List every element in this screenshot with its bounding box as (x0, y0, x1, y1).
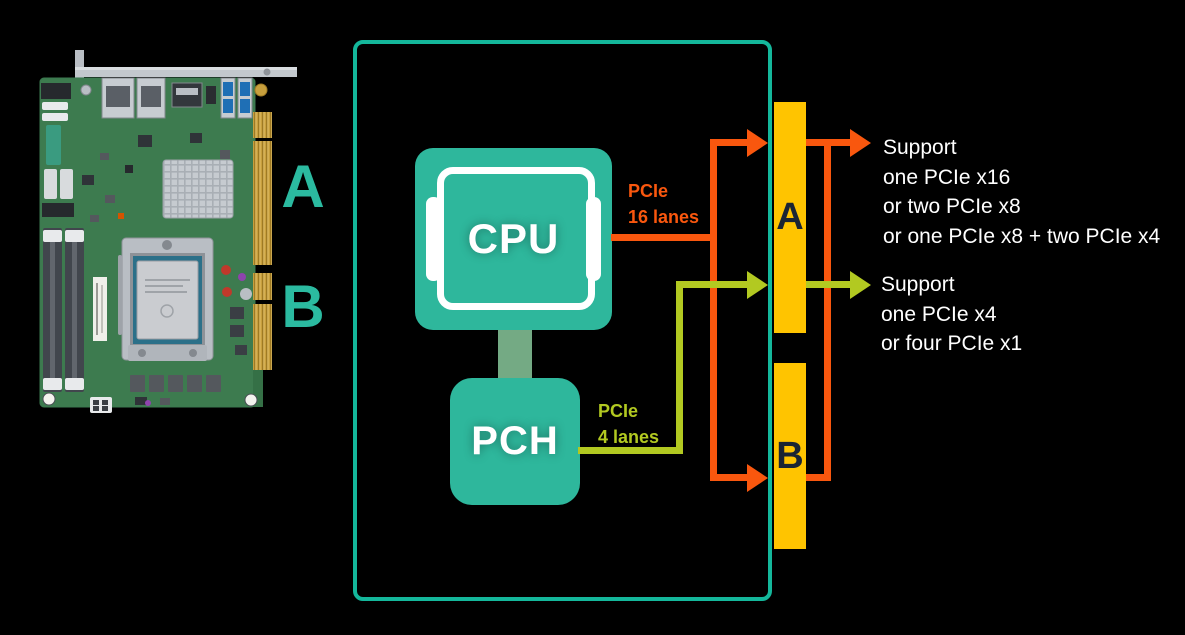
orange-arrow-icon (747, 464, 768, 492)
slot-a-letter: A (776, 196, 804, 238)
io-ports (80, 77, 268, 119)
green-line-from-slot-a (806, 281, 852, 288)
cpu-chip-notch-right (586, 197, 601, 281)
cpu-pcie-line (611, 234, 711, 241)
dimm-slots (43, 228, 84, 392)
serial-sticker (93, 277, 107, 341)
support-a-line: one PCIe x16 (883, 165, 1011, 189)
support-a-line: or two PCIe x8 (883, 195, 1021, 218)
green-arrow-icon (747, 271, 768, 299)
board-slot-a-label: A (281, 153, 325, 220)
board-slot-b-label: B (281, 273, 325, 340)
pch-label: PCH (471, 419, 559, 463)
motherboard-photo (39, 50, 297, 413)
slot-b-bar: B (774, 363, 806, 549)
capacitors (221, 265, 252, 355)
mounting-holes (42, 392, 258, 407)
side-connectors (41, 83, 74, 217)
green-branch-line (676, 281, 683, 454)
cpu-pch-link (498, 326, 532, 382)
orange-arrow-icon (747, 129, 768, 157)
heatsink (162, 159, 234, 219)
cpu-link-protocol: PCIe (628, 181, 669, 201)
diagram-frame (353, 40, 772, 601)
orange-arrow-icon (850, 129, 871, 157)
pch-block: PCH (450, 378, 580, 505)
cpu-socket (118, 237, 214, 361)
support-b-line: one PCIe x4 (881, 302, 997, 326)
slot-bracket (75, 50, 297, 78)
gold-edge-fingers (253, 112, 272, 407)
support-a-line: Support (883, 136, 957, 159)
cpu-link-lanes: 16 lanes (628, 207, 700, 227)
orange-hook-to-slot-b (806, 474, 831, 481)
cpu-block: CPU (415, 148, 612, 330)
slot-a-support-text: Support one PCIe x16 or two PCIe x8 or o… (883, 133, 1160, 251)
support-b-line: Support (881, 273, 955, 296)
green-arrow-icon (850, 271, 871, 299)
power-connector (90, 397, 112, 413)
small-components (82, 133, 230, 222)
support-b-line: or four PCIe x1 (881, 332, 1023, 355)
cpu-chip-notch-left (426, 197, 441, 281)
pch-link-lanes: 4 lanes (598, 427, 660, 447)
slot-a-bar: A (774, 102, 806, 333)
orange-line-to-slot-b (710, 474, 749, 481)
support-a-line: or one PCIe x8 + two PCIe x4 (883, 224, 1161, 248)
pch-link-protocol: PCIe (598, 401, 639, 421)
orange-branch-line (710, 139, 717, 481)
pch-link-label: PCIe 4 lanes (598, 398, 659, 450)
slot-b-support-text: Support one PCIe x4 or four PCIe x1 (881, 270, 1022, 359)
green-line-to-slot-a (676, 281, 749, 288)
cpu-label: CPU (467, 215, 560, 262)
slot-b-letter: B (776, 434, 804, 477)
vrm-chips (130, 375, 221, 406)
orange-right-branch-line (824, 139, 831, 481)
pch-pcie-line (578, 447, 683, 454)
cpu-link-label: PCIe 16 lanes (628, 178, 699, 230)
orange-line-to-slot-a (710, 139, 749, 146)
